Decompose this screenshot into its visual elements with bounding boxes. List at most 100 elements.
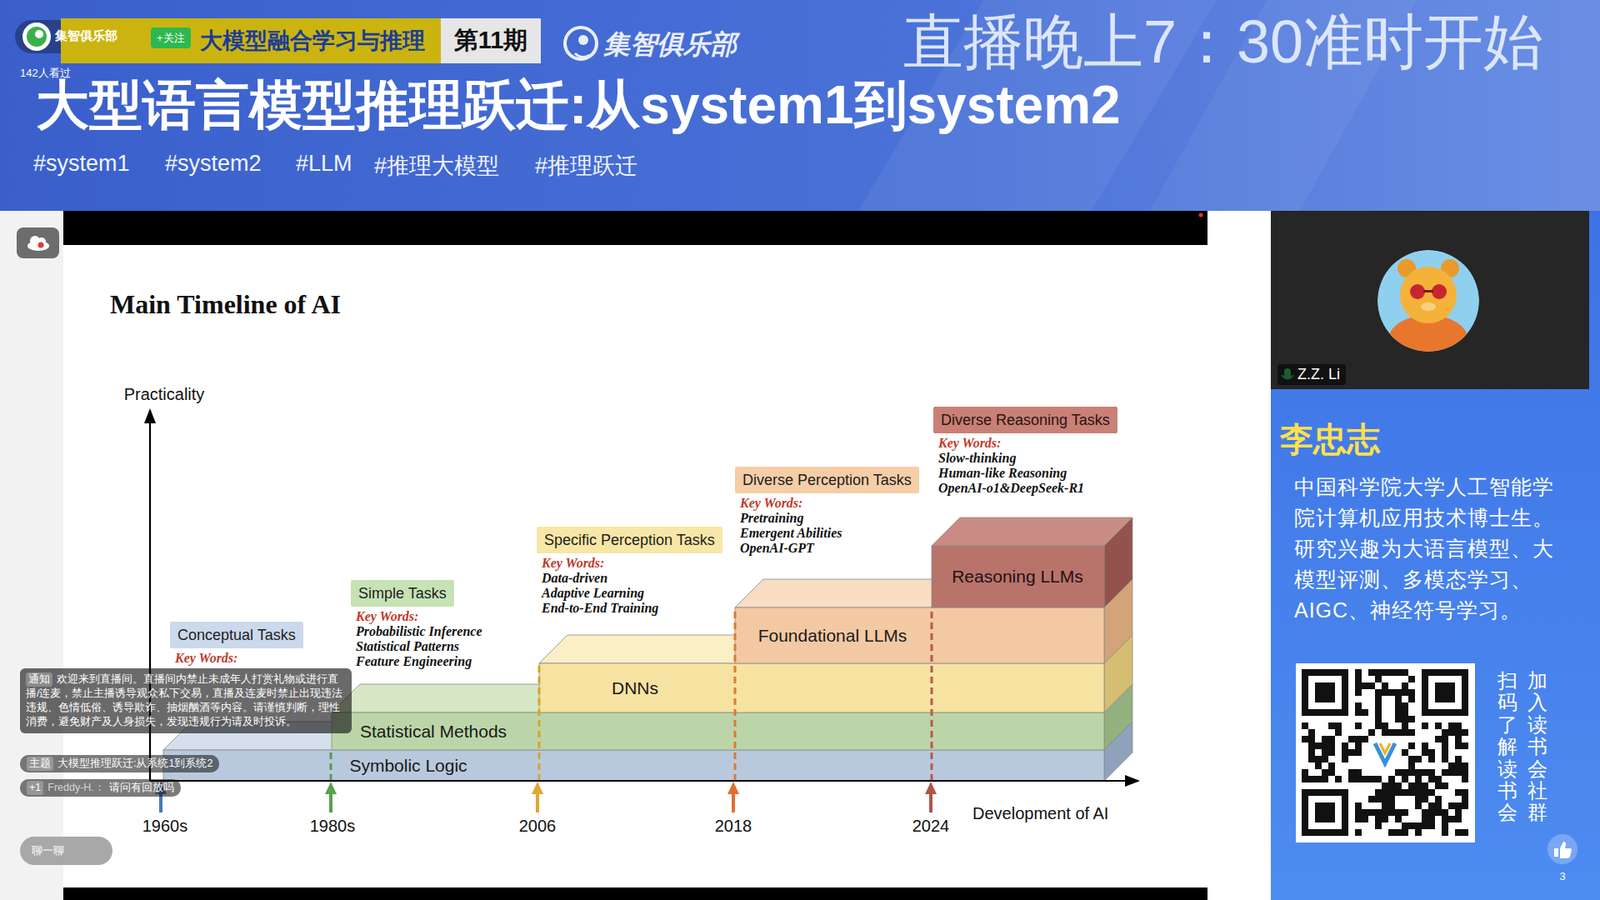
qr-module — [1355, 689, 1362, 696]
qr-module — [1335, 789, 1342, 796]
keyword: Human-like Reasoning — [938, 465, 1085, 481]
year-arrow-head — [325, 781, 337, 795]
qr-module — [1461, 789, 1469, 796]
logo-wordmark: 集智俱乐部 — [603, 26, 737, 64]
qr-module — [1395, 715, 1402, 723]
qr-module — [1315, 809, 1322, 816]
qr-module — [1435, 795, 1442, 803]
banner-background — [0, 0, 1600, 211]
qr-module — [1395, 782, 1402, 790]
year-arrow-shaft — [929, 791, 933, 813]
keyword: Pretraining — [740, 510, 843, 526]
qr-module — [1408, 729, 1415, 736]
cloud-button — [16, 227, 60, 259]
qr-module — [1388, 669, 1395, 676]
qr-module — [1368, 669, 1375, 676]
layer-label: DNNs — [611, 678, 659, 699]
qr-module — [1395, 809, 1402, 816]
qr-module — [1381, 789, 1389, 796]
layer-label: Reasoning LLMs — [951, 566, 1084, 587]
cloud-button — [38, 242, 45, 249]
speaker-avatar — [1400, 266, 1457, 324]
qr-module — [1301, 815, 1309, 823]
qr-module — [1301, 769, 1309, 776]
qr-module — [1375, 715, 1382, 723]
qr-module — [1455, 729, 1462, 736]
qr-module — [1421, 682, 1429, 690]
year-arrow-head — [727, 781, 740, 795]
qr-module — [1361, 709, 1369, 716]
qr-module — [1455, 669, 1462, 676]
qr-module — [1428, 815, 1435, 823]
speaker-avatar — [1420, 302, 1436, 311]
qr-module — [1421, 782, 1429, 790]
speaker-tag-text: Z.Z. Li — [1297, 365, 1340, 383]
qr-module — [1328, 722, 1335, 730]
qr-module — [1408, 689, 1415, 696]
qr-module — [1421, 815, 1429, 823]
qr-module — [1441, 669, 1449, 676]
chat-text: Freddy-H.： — [47, 780, 105, 795]
qr-module — [1388, 809, 1395, 816]
qr-module — [1428, 822, 1435, 830]
qr-module — [1401, 722, 1409, 730]
year-arrow — [925, 781, 937, 813]
qr-module — [1435, 735, 1442, 743]
qr-module — [1341, 709, 1349, 716]
like-button — [1547, 834, 1578, 865]
keyword: Key Words: — [740, 495, 843, 511]
year-arrow — [325, 781, 337, 813]
layer-label: Statistical Methods — [360, 721, 507, 742]
qr-module — [1315, 762, 1322, 770]
keyword: Key Words: — [541, 555, 659, 571]
qr-module — [1355, 742, 1362, 750]
qr-module — [1381, 802, 1389, 810]
qr-module — [1408, 762, 1415, 770]
era-divider — [930, 607, 934, 781]
year-arrow — [531, 781, 544, 813]
qr-module — [1341, 675, 1349, 683]
layer-band: Foundational LLMs — [735, 607, 1105, 664]
qr-module — [1395, 695, 1402, 703]
page-frame — [1207, 210, 1271, 900]
like-button — [1547, 834, 1578, 865]
qr-module — [1388, 829, 1395, 836]
qr-module — [1361, 815, 1369, 823]
layer-front-face — [163, 750, 1105, 781]
qr-module — [1448, 802, 1455, 810]
qr-module — [1321, 802, 1329, 810]
qr-module — [1375, 722, 1382, 730]
task-title: Conceptual Tasks — [177, 625, 296, 645]
qr-module — [1448, 729, 1455, 736]
qr-module — [1315, 689, 1322, 696]
qr-module — [1435, 782, 1442, 790]
task-box: Specific Perception TasksKey Words:Data-… — [536, 526, 723, 554]
year-arrow-shaft — [329, 791, 333, 813]
qr-module — [1448, 669, 1455, 676]
qr-module — [1355, 722, 1362, 730]
keyword: End-to-End Training — [541, 600, 659, 616]
qr-module — [1321, 669, 1329, 676]
qr-module — [1355, 775, 1362, 783]
qr-module — [1461, 742, 1469, 750]
keyword: Data-driven — [541, 570, 659, 586]
layer-front-face — [735, 607, 1105, 664]
qr-module — [1341, 789, 1349, 796]
qr-module — [1388, 789, 1395, 796]
qr-module — [1435, 695, 1442, 703]
qr-module — [1401, 789, 1409, 796]
qr-module — [1361, 682, 1369, 690]
qr-module — [1448, 815, 1455, 823]
task-title: Diverse Perception Tasks — [742, 470, 912, 490]
qr-module — [1381, 795, 1389, 803]
task-title: Specific Perception Tasks — [544, 530, 715, 550]
qr-module — [1328, 769, 1335, 776]
qr-module — [1415, 775, 1422, 783]
era-divider — [538, 663, 541, 781]
qr-module — [1441, 682, 1449, 690]
follow-button: +关注 — [150, 27, 191, 49]
keyword: Slow-thinking — [938, 450, 1085, 466]
qr-module — [1335, 722, 1342, 730]
layer-side-face — [1104, 517, 1133, 608]
brand-logo — [575, 53, 590, 58]
